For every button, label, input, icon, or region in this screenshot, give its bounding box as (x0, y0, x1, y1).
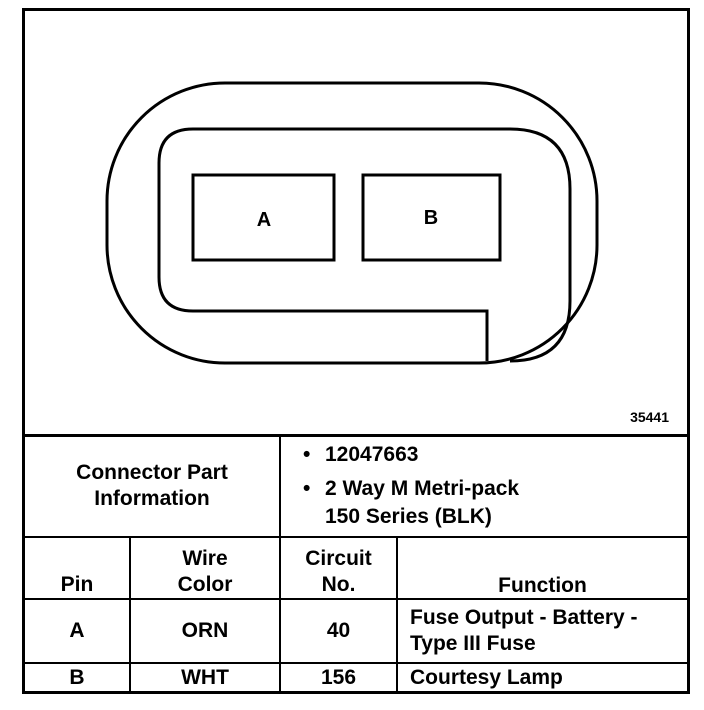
connector-face-drawing: A B (105, 81, 599, 365)
connector-sheet: A B 35441 Connector Part Information • 1… (22, 8, 690, 694)
wire-color-cell: WHT (129, 661, 281, 693)
wire-color-cell: ORN (129, 597, 281, 664)
cavity-a-label: A (257, 209, 271, 231)
connector-spec-table: Connector Part Information • 12047663 • … (25, 434, 688, 693)
table-row: A ORN 40 Fuse Output - Battery - Type II… (25, 597, 688, 664)
cavity-b-label: B (424, 207, 438, 229)
part-number-item: • 12047663 (303, 441, 687, 469)
bullet-icon: • (303, 477, 311, 500)
connector-info-row: Connector Part Information • 12047663 • … (25, 434, 688, 538)
circuit-cell: 40 (279, 597, 398, 664)
part-number: 12047663 (325, 443, 419, 466)
function-cell: Fuse Output - Battery - Type III Fuse (395, 597, 688, 664)
header-wire-color: Wire Color (129, 535, 281, 600)
cavity-a (191, 173, 336, 262)
header-pin: Pin (25, 535, 131, 600)
bullet-icon: • (303, 443, 311, 466)
connector-inner-outline (157, 127, 572, 363)
circuit-cell: 156 (279, 661, 398, 693)
figure-number: 35441 (630, 409, 669, 425)
description-line1: 2 Way M Metri-pack (325, 477, 520, 500)
description-line2: 150 Series (BLK) (325, 505, 492, 528)
pin-cell: B (25, 661, 131, 693)
description-item: • 2 Way M Metri-pack (303, 475, 687, 503)
pin-cell: A (25, 597, 131, 664)
table-row: B WHT 156 Courtesy Lamp (25, 661, 688, 693)
header-circuit-no: Circuit No. (279, 535, 398, 600)
header-row: Pin Wire Color Circuit No. Function (25, 535, 688, 600)
connector-info-label: Connector Part Information (25, 434, 281, 538)
header-function: Function (395, 535, 688, 600)
connector-info-details: • 12047663 • 2 Way M Metri-pack 150 Seri… (278, 434, 688, 538)
cavity-b (361, 173, 502, 262)
connector-housing-outline (105, 81, 599, 365)
function-cell: Courtesy Lamp (395, 661, 688, 693)
